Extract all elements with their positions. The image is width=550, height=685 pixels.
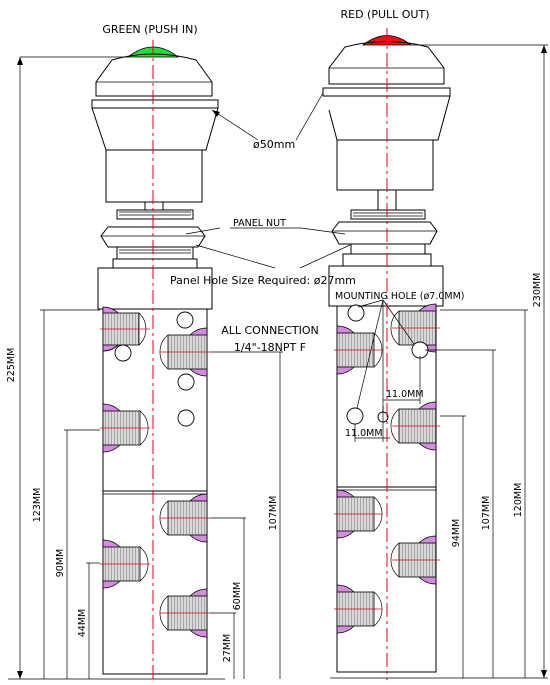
right-dim-107: 107MM — [481, 496, 492, 531]
left-button-head — [95, 53, 213, 97]
right-panel-nut — [331, 221, 438, 245]
dim-27: 27MM — [222, 634, 233, 662]
dim-123: 123MM — [32, 488, 43, 523]
dim-94: 94MM — [451, 519, 462, 547]
right-port-4 — [336, 489, 383, 539]
right-valve — [322, 28, 451, 680]
green-title: GREEN (PUSH IN) — [102, 23, 197, 36]
left-hole-1 — [176, 311, 194, 329]
dim-230: 230MM — [532, 273, 543, 308]
dim-11-a: 11.0MM — [386, 389, 424, 400]
panel-nut-label: PANEL NUT — [233, 218, 286, 229]
dim-225: 225MM — [6, 348, 17, 383]
left-hole-2 — [114, 344, 132, 362]
diameter-leader-right — [295, 92, 324, 141]
all-connection-label: ALL CONNECTION — [221, 324, 319, 337]
red-title: RED (PULL OUT) — [340, 8, 429, 21]
npt-label: 1/4"-18NPT F — [234, 341, 306, 354]
panel-hole-label: Panel Hole Size Required: ø27mm — [170, 274, 356, 287]
dim-60: 60MM — [232, 582, 243, 610]
right-hole-3 — [346, 407, 364, 425]
left-button-collar — [91, 107, 219, 151]
left-hole-3 — [177, 373, 195, 391]
dim-44: 44MM — [77, 609, 88, 637]
left-hole-4 — [177, 409, 195, 427]
right-hole-1 — [347, 304, 365, 322]
dim-120: 120MM — [513, 483, 524, 518]
diameter-leader-left — [211, 109, 259, 141]
dim-90: 90MM — [55, 549, 66, 577]
mounting-hole-label: MOUNTING HOLE (ø7.0MM) — [335, 291, 465, 302]
right-dimensions: 230MM 120MM 107MM 94MM — [330, 44, 548, 679]
dim-107: 107MM — [268, 496, 279, 531]
dim-11-b: 11.0MM — [345, 428, 383, 439]
left-dimensions: 225MM 123MM 90MM 44MM 107MM 60MM 27MM — [6, 56, 283, 680]
left-valve — [91, 40, 219, 680]
right-button-head — [328, 41, 445, 85]
diameter-label: ø50mm — [253, 138, 295, 151]
